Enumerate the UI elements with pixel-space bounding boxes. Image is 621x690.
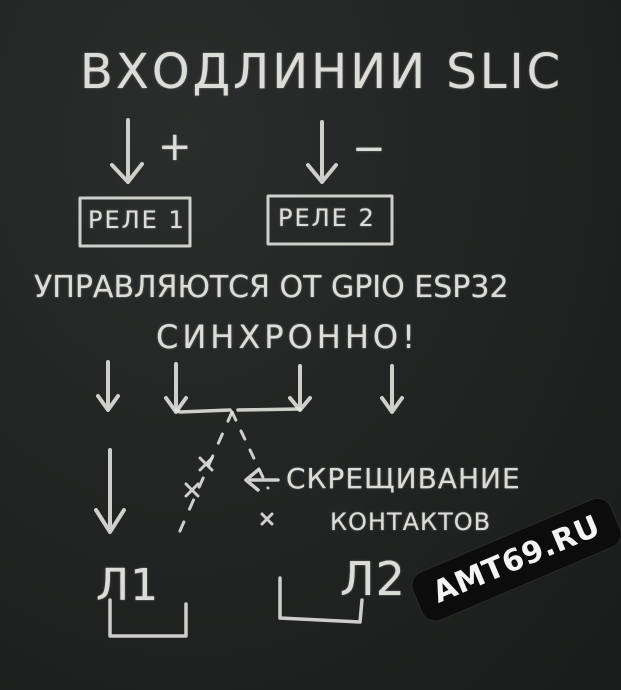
cross-marks bbox=[184, 456, 274, 526]
output-1-label: Л1 bbox=[96, 560, 160, 611]
output-1-bracket bbox=[108, 598, 188, 638]
relay-2-box bbox=[266, 194, 394, 246]
relay-1-box bbox=[78, 196, 192, 248]
arrow-down-4 bbox=[380, 364, 404, 414]
synchronous-text: СИНХРОННО! bbox=[156, 318, 419, 356]
wire-left-horizontal bbox=[174, 408, 232, 414]
arrow-down-1 bbox=[96, 360, 120, 412]
arrow-to-crossing-label bbox=[244, 468, 280, 492]
relay-2-label: РЕЛЕ 2 bbox=[278, 204, 376, 232]
minus-sign: − bbox=[352, 126, 387, 172]
output-2-bracket bbox=[278, 576, 364, 624]
contacts-label: КОНТАКТОВ bbox=[330, 508, 492, 536]
output-2-label: Л2 bbox=[340, 552, 406, 606]
wire-right-horizontal bbox=[236, 407, 302, 412]
controlled-by-text: УПРАВЛЯЮТСЯ ОТ GPIO ESP32 bbox=[34, 270, 509, 305]
crossing-label: СКРЕЩИВАНИЕ bbox=[286, 462, 521, 495]
arrow-down-2 bbox=[164, 362, 188, 414]
plus-sign: + bbox=[158, 124, 193, 170]
arrow-down-lower-left bbox=[94, 448, 126, 534]
crossing-wire-2 bbox=[230, 410, 270, 490]
arrow-down-left-top bbox=[110, 118, 144, 184]
arrow-down-3 bbox=[288, 364, 312, 412]
title-text: ВХОДЛИНИИ SLIC bbox=[80, 44, 564, 100]
crossing-wire-1 bbox=[174, 410, 234, 542]
arrow-down-right-top bbox=[306, 120, 338, 184]
relay-1-label: РЕЛЕ 1 bbox=[88, 206, 186, 234]
